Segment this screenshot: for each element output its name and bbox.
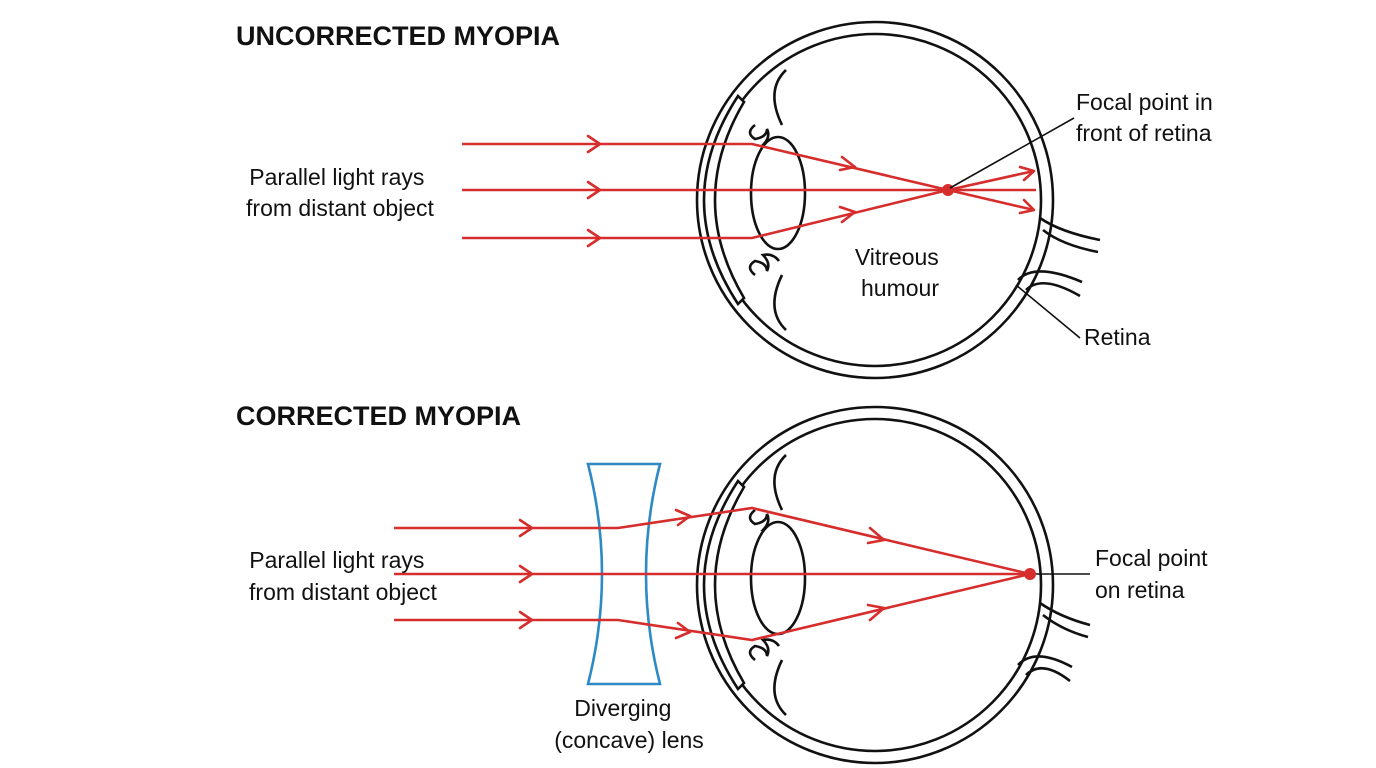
uncorrected-vitreous-label-line2: humour: [861, 275, 939, 301]
corrected-optic-nerve-bottom: [1017, 655, 1073, 669]
uncorrected-focal-label: Focal point in front of retina: [1076, 89, 1219, 146]
corrected-title: CORRECTED MYOPIA: [236, 401, 521, 431]
uncorrected-optic-nerve-bottom: [1017, 270, 1083, 284]
uncorrected-ciliary-top: [773, 69, 787, 126]
corrected-lens-label-line2: (concave) lens: [554, 727, 704, 753]
corrected-rays-label: Parallel light rays from distant object: [249, 547, 438, 605]
corrected-ray-bottom: [394, 572, 1031, 642]
uncorrected-vitreous-label: Vitreous humour: [855, 244, 945, 301]
uncorrected-optic-nerve-bottom-inner: [1025, 282, 1081, 298]
uncorrected-focal-point: [942, 184, 954, 196]
corrected-lens-label: Diverging (concave) lens: [554, 695, 704, 753]
corrected-focal-label-line1: Focal point: [1095, 545, 1208, 571]
uncorrected-ray-bottom: [462, 188, 1035, 240]
uncorrected-vitreous-label-line1: Vitreous: [855, 244, 939, 270]
corrected-focal-point: [1024, 568, 1036, 580]
corrected-optic-nerve-top-inner: [1042, 613, 1089, 639]
corrected-arrow-top: [518, 518, 534, 538]
uncorrected-optic-nerve-top: [1039, 216, 1101, 242]
uncorrected-rays-label: Parallel light rays from distant object: [246, 164, 435, 221]
corrected-iris-bottom: [748, 638, 781, 662]
uncorrected-arrow-converge-top: [838, 155, 857, 172]
uncorrected-panel: UNCORRECTED MYOPIA: [236, 20, 1219, 380]
corrected-arrow-converge-top: [866, 526, 886, 545]
uncorrected-rays-label-line2: from distant object: [246, 195, 435, 221]
uncorrected-rays-label-line1: Parallel light rays: [249, 164, 424, 190]
uncorrected-title: UNCORRECTED MYOPIA: [236, 21, 560, 51]
uncorrected-ciliary-bottom: [773, 274, 787, 331]
corrected-arrow-spread-bottom: [674, 621, 692, 640]
corrected-light-rays: [394, 506, 1036, 642]
corrected-optic-nerve-top: [1039, 601, 1091, 627]
corrected-focal-label-line2: on retina: [1095, 577, 1185, 603]
corrected-cornea: [702, 478, 746, 692]
uncorrected-iris-bottom: [748, 253, 781, 277]
corrected-arrow-bottom: [518, 610, 534, 630]
uncorrected-focal-label-line2: front of retina: [1076, 120, 1212, 146]
corrected-lens: [749, 520, 807, 636]
corrected-rays-label-line2: from distant object: [249, 579, 438, 605]
corrected-eye: [695, 405, 1091, 765]
corrected-arrow-middle: [518, 564, 534, 584]
uncorrected-retina-label: Retina: [1084, 324, 1151, 350]
corrected-ciliary-bottom: [773, 659, 787, 716]
uncorrected-arrow-diverge-bottom: [1018, 198, 1036, 215]
uncorrected-retina-leader: [1015, 284, 1081, 339]
uncorrected-arrow-diverge-top: [1018, 165, 1036, 182]
corrected-ray-top: [394, 506, 1031, 576]
corrected-sclera-outer: [695, 405, 1055, 765]
uncorrected-eye: [695, 20, 1101, 380]
uncorrected-lens: [749, 135, 807, 251]
corrected-arrow-spread-top: [674, 508, 692, 527]
uncorrected-arrow-top: [586, 134, 602, 154]
uncorrected-arrow-converge-bottom: [838, 205, 857, 224]
uncorrected-focal-label-line1: Focal point in: [1076, 89, 1213, 115]
corrected-arrow-converge-bottom: [866, 603, 886, 622]
corrected-optic-nerve-bottom-inner: [1025, 667, 1071, 683]
uncorrected-ray-top: [462, 142, 1035, 192]
uncorrected-cornea: [702, 93, 746, 307]
uncorrected-sclera-outer: [695, 20, 1055, 380]
corrected-rays-label-line1: Parallel light rays: [249, 547, 424, 573]
corrected-focal-label: Focal point on retina: [1095, 545, 1214, 603]
uncorrected-focal-leader: [949, 117, 1075, 189]
uncorrected-arrow-bottom: [586, 228, 602, 248]
corrected-lens-label-line1: Diverging: [574, 695, 671, 721]
corrected-ciliary-top: [773, 454, 787, 511]
uncorrected-arrow-middle: [586, 180, 602, 200]
corrected-panel: CORRECTED MYOPIA: [236, 401, 1214, 765]
uncorrected-optic-nerve-top-inner: [1042, 228, 1099, 254]
uncorrected-light-rays: [462, 134, 1036, 248]
